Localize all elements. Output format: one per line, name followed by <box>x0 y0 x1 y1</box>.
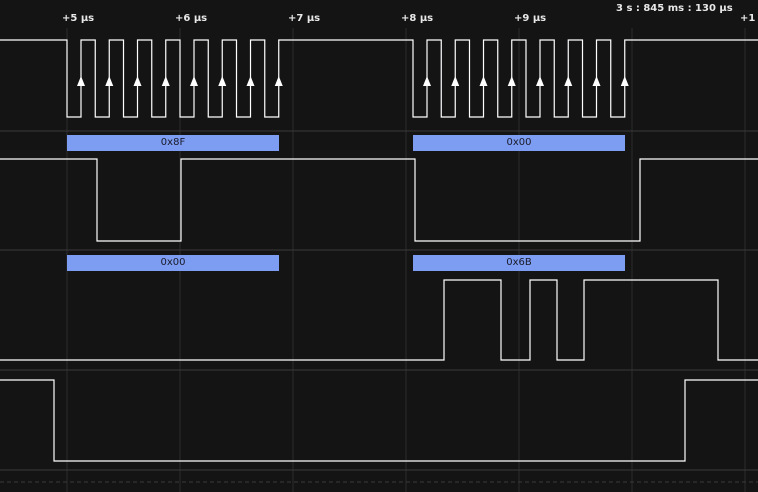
time-tick-label: +1 <box>740 13 756 24</box>
rising-edge-arrow-icon <box>451 76 460 86</box>
channel-1-trace <box>0 158 758 242</box>
time-tick-label: +5 µs <box>62 13 95 24</box>
channel-0-clock-trace <box>0 39 758 118</box>
time-tick-label: +9 µs <box>514 13 547 24</box>
rising-edge-arrow-icon <box>507 76 516 86</box>
time-tick-label: +8 µs <box>401 13 434 24</box>
decode-bubble-channel-2[interactable]: 0x6B <box>413 255 625 271</box>
rising-edge-arrow-icon <box>423 76 431 86</box>
rising-edge-arrow-icon <box>105 76 114 86</box>
clock-edge-markers <box>77 76 629 86</box>
decode-bubble-channel-1[interactable]: 0x00 <box>413 135 625 151</box>
channel-3-trace <box>0 379 758 462</box>
rising-edge-arrow-icon <box>620 76 629 86</box>
rising-edge-arrow-icon <box>564 76 573 86</box>
decode-bubble-channel-1[interactable]: 0x8F <box>67 135 279 151</box>
rising-edge-arrow-icon <box>592 76 601 86</box>
rising-edge-arrow-icon <box>536 76 544 86</box>
channel-2-trace <box>0 279 758 361</box>
cursor-timestamp: 3 s : 845 ms : 130 µs <box>616 3 733 14</box>
rising-edge-arrow-icon <box>246 76 255 86</box>
rising-edge-arrow-icon <box>479 76 488 86</box>
rising-edge-arrow-icon <box>274 76 283 86</box>
rising-edge-arrow-icon <box>161 76 170 86</box>
rising-edge-arrow-icon <box>218 76 227 86</box>
time-tick-label: +6 µs <box>175 13 208 24</box>
channel-separators <box>0 130 758 483</box>
time-tick-label: +7 µs <box>288 13 321 24</box>
rising-edge-arrow-icon <box>190 76 198 86</box>
rising-edge-arrow-icon <box>133 76 142 86</box>
rising-edge-arrow-icon <box>77 76 85 86</box>
decode-bubble-channel-2[interactable]: 0x00 <box>67 255 279 271</box>
